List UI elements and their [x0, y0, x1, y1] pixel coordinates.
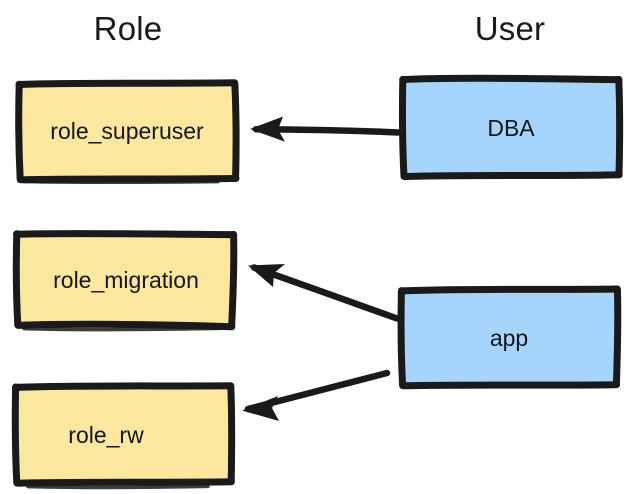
node-role-rw[interactable]: role_rw: [11, 382, 236, 490]
column-header-role: Role: [93, 10, 163, 47]
edge-app-to-role-rw: [242, 369, 391, 421]
sketch-box-shape: [12, 230, 238, 332]
edge-app-to-role-migration: [248, 264, 401, 322]
edge-dba-to-role-superuser: [250, 116, 402, 142]
sketch-box-shape: [397, 285, 622, 390]
sketch-box-shape: [11, 382, 236, 490]
sketch-box-shape: [15, 79, 240, 185]
column-header-user: User: [474, 10, 546, 47]
sketch-box-shape: [398, 74, 624, 181]
